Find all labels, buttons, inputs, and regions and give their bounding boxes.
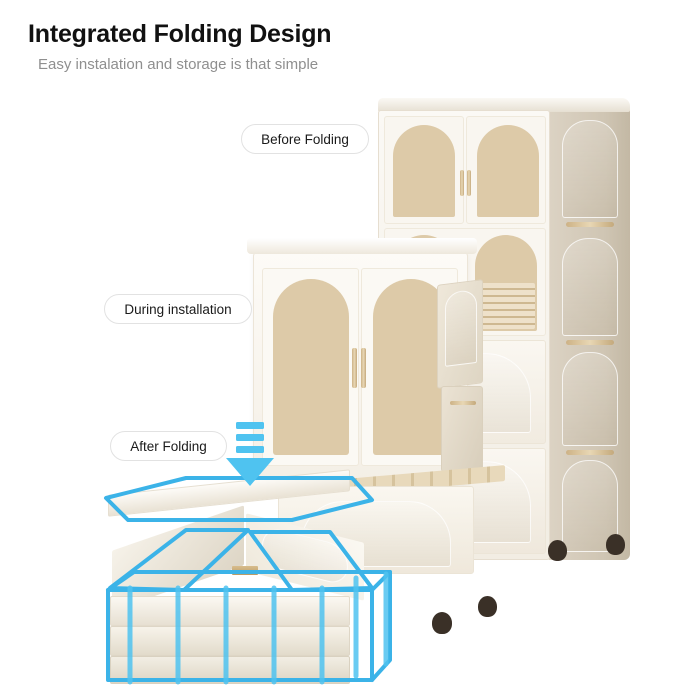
fluted-glass-panel — [273, 279, 349, 455]
callout-label: During installation — [124, 301, 232, 317]
folding-side-panel-lower[interactable] — [441, 386, 483, 472]
caster-wheel — [606, 534, 625, 555]
side-arch-emboss — [562, 238, 618, 336]
arrow-bar — [236, 422, 264, 429]
callout-after-folding[interactable]: After Folding — [110, 431, 227, 461]
page-subtitle: Easy instalation and storage is that sim… — [38, 56, 319, 73]
callout-before-folding[interactable]: Before Folding — [241, 124, 369, 154]
arrow-head — [226, 458, 274, 486]
down-arrow-icon — [222, 420, 278, 488]
mid-door-handle[interactable] — [352, 348, 357, 388]
folding-side-panel[interactable] — [437, 279, 483, 389]
folded-left-panel — [112, 505, 244, 611]
arrow-bar — [236, 434, 264, 441]
door-handle[interactable] — [467, 170, 471, 196]
mid-door-left[interactable] — [262, 268, 359, 466]
wire-base-right-depth — [370, 570, 392, 682]
caster-wheel — [548, 540, 567, 561]
fluted-glass-panel — [373, 279, 449, 455]
fluted-glass-panel — [393, 125, 455, 217]
callout-label: Before Folding — [261, 131, 349, 147]
caster-wheel — [478, 596, 497, 617]
folded-base-slab-3 — [110, 656, 350, 684]
side-arch-emboss — [562, 352, 618, 446]
folded-base-slab-1 — [110, 596, 350, 626]
arch-emboss — [445, 288, 477, 367]
cabinet-door-upper-right[interactable] — [466, 116, 546, 224]
mid-door-handle[interactable] — [361, 348, 366, 388]
hinge-bracket — [232, 566, 258, 575]
side-handle[interactable] — [450, 401, 476, 405]
folded-clothes — [477, 283, 535, 329]
callout-during-installation[interactable]: During installation — [104, 294, 252, 324]
fluted-glass-panel — [477, 125, 539, 217]
arrow-bar — [236, 446, 264, 453]
side-handle[interactable] — [566, 450, 614, 455]
cabinet-top-cap — [378, 98, 630, 112]
cabinet-door-upper-left[interactable] — [384, 116, 464, 224]
folded-base-slab-2 — [110, 626, 350, 656]
page-title: Integrated Folding Design — [28, 20, 332, 48]
side-handle[interactable] — [566, 340, 614, 345]
side-arch-emboss — [562, 120, 618, 218]
door-handle[interactable] — [460, 170, 464, 196]
caster-wheel — [432, 612, 452, 634]
callout-label: After Folding — [130, 438, 207, 454]
mid-cabinet-top — [247, 238, 477, 254]
side-handle[interactable] — [566, 222, 614, 227]
